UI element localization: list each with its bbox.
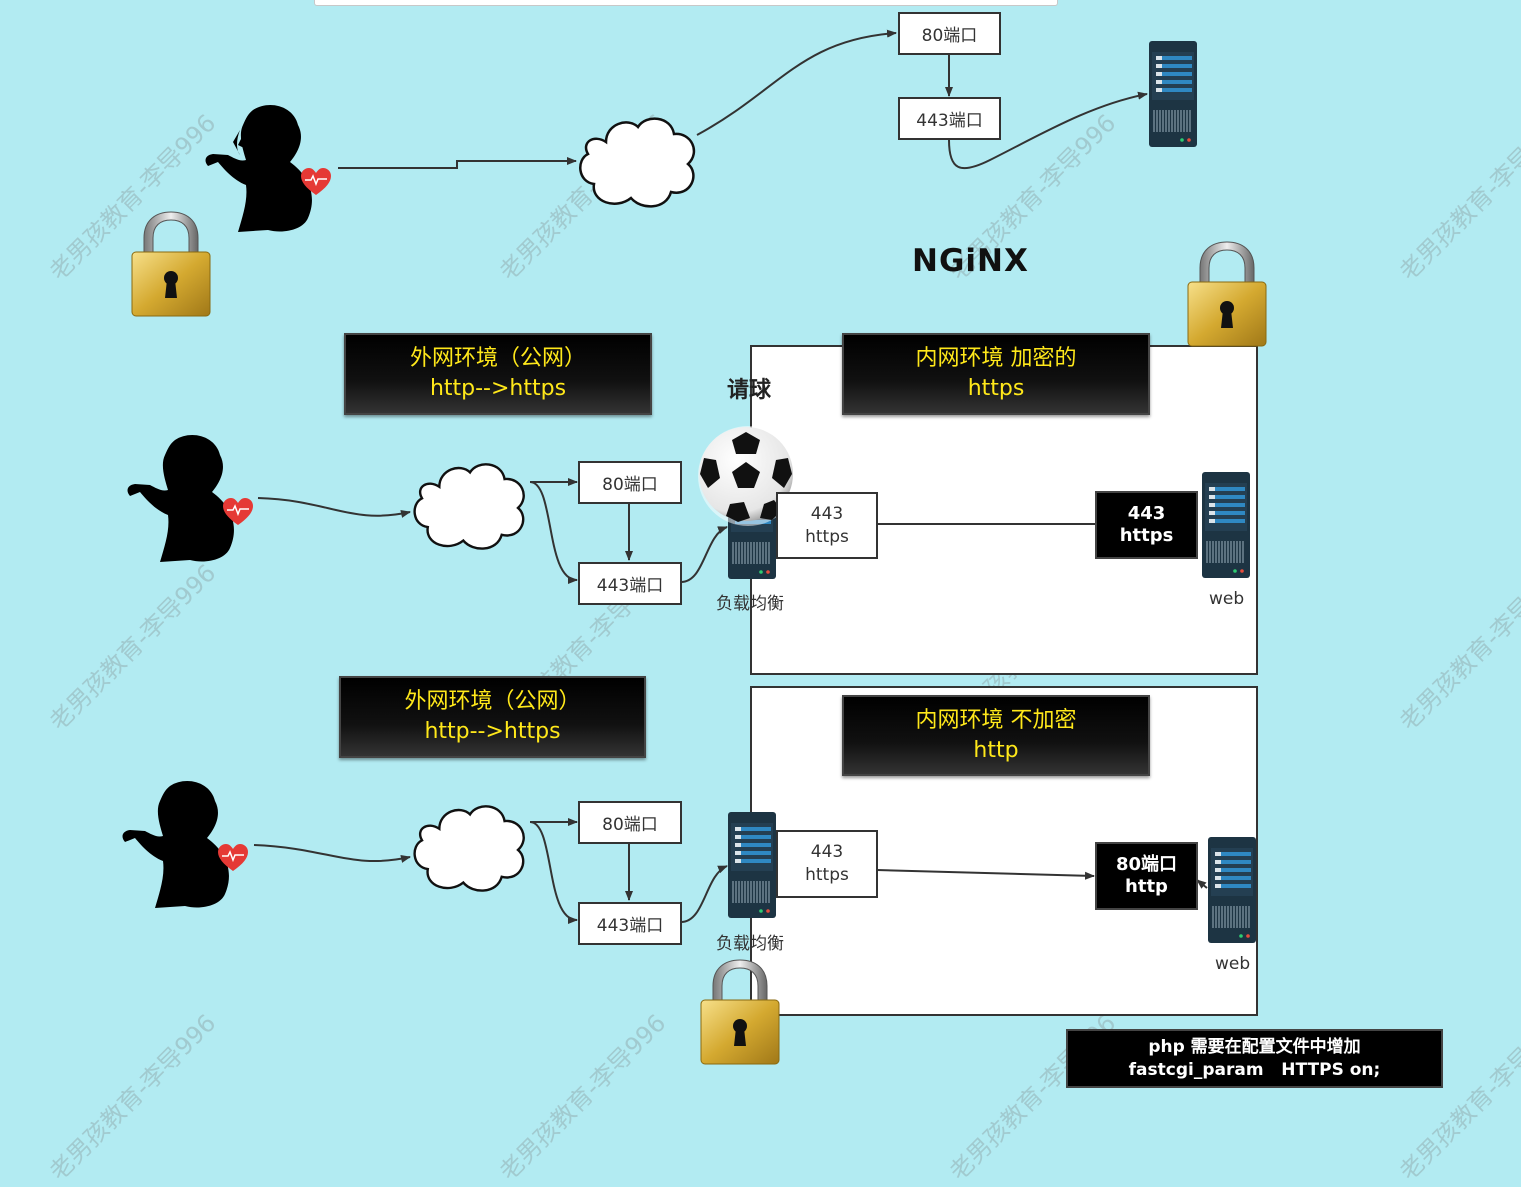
server-icon — [728, 812, 776, 918]
heart-icon — [223, 498, 253, 525]
bottom-lb-label: 负载均衡 — [716, 934, 784, 954]
connector-user-cloud-top — [338, 157, 577, 169]
top-port-80-box: 80端口 — [898, 12, 1001, 55]
middle-lb-line1: 443 — [810, 503, 844, 524]
connector-443-server-top — [948, 91, 1148, 170]
padlock-icon — [131, 211, 211, 317]
woman-silhouette-icon — [122, 781, 229, 908]
padlock-icon — [1187, 241, 1267, 347]
connectors — [253, 29, 1208, 924]
note-line2: fastcgi_param HTTPS on; — [1128, 1059, 1381, 1080]
bottom-lb-line1: 443 — [810, 842, 844, 862]
bottom-port-80-box: 80端口 — [578, 801, 682, 844]
cloud-icon — [579, 117, 696, 208]
middle-port-80-box: 80端口 — [578, 461, 682, 504]
middle-inner-env-line1: 内网环境 加密的 — [915, 346, 1077, 371]
php-config-note: php 需要在配置文件中增加 fastcgi_param HTTPS on; — [1066, 1029, 1443, 1088]
bottom-web-label: web — [1215, 954, 1251, 974]
connector-web-80-bot — [1196, 879, 1208, 889]
middle-inner-env-line2: https — [967, 376, 1025, 401]
middle-lb-line2: https — [805, 526, 849, 547]
server-icon — [1149, 41, 1197, 147]
top-scrollbar[interactable] — [314, 0, 1058, 6]
middle-outer-env-line2: http-->https — [429, 376, 567, 401]
bottom-port-443-box: 443端口 — [578, 902, 682, 945]
bottom-outer-env-line2: http-->https — [424, 719, 561, 744]
nginx-logo: NGiNX — [912, 243, 1029, 279]
bottom-inner-env-line1: 内网环境 不加密 — [915, 707, 1077, 733]
connector-443-lb-bot — [680, 865, 728, 923]
bottom-web-line2: http — [1125, 876, 1168, 897]
soccer-ball-icon — [698, 426, 798, 526]
cloud-icon — [413, 805, 525, 892]
note-line1: php 需要在配置文件中增加 — [1148, 1036, 1361, 1057]
middle-outer-env-line1: 外网环境（公网） — [409, 346, 586, 371]
server-icon — [1202, 472, 1250, 578]
bottom-lb-https-box: 443 https — [776, 830, 878, 898]
middle-lb-label: 负载均衡 — [716, 594, 784, 614]
connector-cloud-443-bot — [529, 821, 578, 924]
bottom-outer-env-box: 外网环境（公网） http-->https — [339, 676, 646, 758]
woman-silhouette-icon — [205, 105, 312, 232]
cloud-icon — [413, 463, 525, 550]
connector-443-lb-mid — [680, 526, 728, 583]
connector-cloud-80-top — [696, 29, 897, 136]
top-port-443-box: 443端口 — [898, 97, 1001, 140]
bottom-web-http-box: 80端口 http — [1095, 842, 1198, 910]
connector-user-cloud-mid — [257, 497, 411, 518]
padlock-icon — [700, 959, 780, 1065]
middle-port-443-box: 443端口 — [578, 562, 682, 605]
connector-user-cloud-bot — [253, 844, 411, 863]
heart-icon — [218, 844, 248, 871]
middle-inner-env-box: 内网环境 加密的 https — [842, 333, 1150, 415]
bottom-inner-env-line2: http — [973, 737, 1019, 763]
bottom-lb-line2: https — [805, 865, 849, 885]
connector-cloud-443-mid — [529, 481, 578, 584]
bottom-outer-env-line1: 外网环境（公网） — [404, 689, 581, 714]
server-icon — [1208, 837, 1256, 943]
middle-web-line2: https — [1119, 525, 1174, 546]
ball-label: 请球 — [727, 378, 772, 403]
woman-silhouette-icon — [127, 435, 234, 562]
bottom-inner-env-box: 内网环境 不加密 http — [842, 695, 1150, 776]
connector-lb-web-bot — [876, 869, 1095, 880]
middle-outer-env-box: 外网环境（公网） http-->https — [344, 333, 652, 415]
middle-web-https-box: 443 https — [1095, 491, 1198, 559]
middle-lb-https-box: 443 https — [776, 492, 878, 559]
middle-web-line1: 443 — [1127, 503, 1166, 524]
bottom-web-line1: 80端口 — [1115, 854, 1178, 875]
middle-web-label: web — [1209, 589, 1245, 609]
heart-icon — [301, 168, 331, 195]
